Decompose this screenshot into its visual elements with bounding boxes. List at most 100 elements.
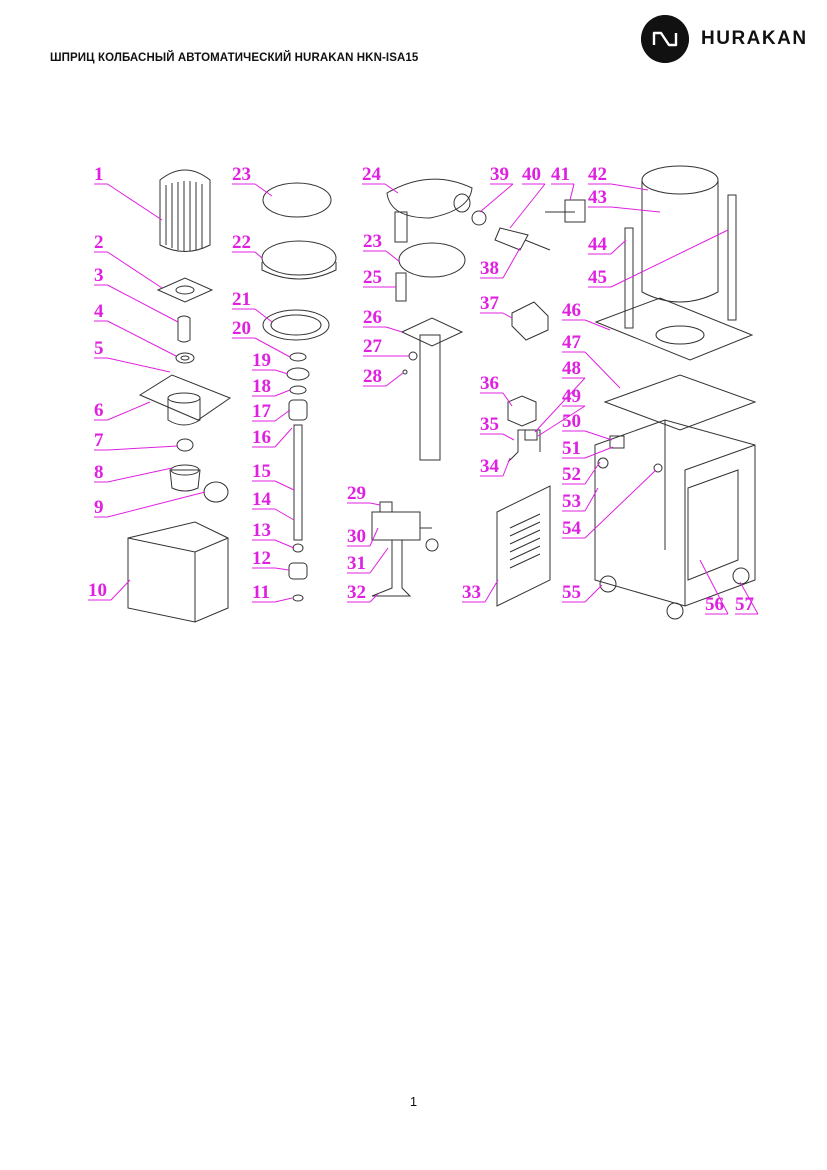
- leader-line-23: [385, 250, 401, 263]
- part-3-drawing: [177, 315, 191, 343]
- part-number-label-56: 56: [705, 594, 724, 615]
- leader-line-12: [274, 567, 290, 571]
- leader-line-3: [107, 284, 179, 323]
- part-8-drawing: [169, 469, 201, 492]
- leader-line-44: [610, 239, 627, 255]
- part-number-label-4: 4: [94, 301, 104, 322]
- leader-line-49: [537, 405, 586, 437]
- leader-line-38: [502, 247, 521, 279]
- part-41-drawing: [545, 199, 586, 223]
- part-number-label-1: 1: [94, 164, 104, 185]
- part-number-label-48: 48: [562, 358, 581, 379]
- part-27-drawing: [408, 351, 418, 361]
- part-number-label-37: 37: [480, 293, 500, 314]
- part-44-drawing: [624, 227, 634, 329]
- part-number-label-20: 20: [232, 318, 251, 339]
- part-4-drawing: [175, 352, 195, 364]
- part-55-drawing: [599, 575, 617, 593]
- leader-line-29: [369, 502, 381, 506]
- part-number-label-19: 19: [252, 350, 271, 371]
- part-number-label-10: 10: [88, 580, 107, 601]
- part-54-drawing: [653, 463, 663, 473]
- part-number-label-24: 24: [362, 164, 382, 185]
- part-20-drawing: [289, 352, 307, 362]
- part-23b-drawing: [398, 242, 466, 278]
- part-13-drawing: [292, 543, 304, 553]
- part-23a-drawing: [262, 182, 332, 218]
- part-number-label-49: 49: [562, 386, 581, 407]
- leader-line-45: [610, 229, 729, 288]
- part-number-label-40: 40: [522, 164, 541, 185]
- part-number-label-14: 14: [252, 489, 272, 510]
- part-56-drawing: [687, 469, 739, 581]
- leader-line-55: [584, 584, 603, 603]
- part-1-drawing: [159, 169, 211, 252]
- leader-line-20: [254, 337, 291, 358]
- leader-line-5: [107, 357, 171, 373]
- part-number-label-54: 54: [562, 518, 582, 539]
- hurakan-logo-icon: [641, 15, 689, 63]
- part-number-label-36: 36: [480, 373, 499, 394]
- part-19-drawing: [286, 367, 310, 381]
- part-number-label-16: 16: [252, 427, 271, 448]
- leader-line-14: [274, 508, 295, 521]
- part-22-drawing: [261, 240, 337, 276]
- leader-line-9: [107, 491, 206, 518]
- part-number-label-33: 33: [462, 582, 481, 603]
- leader-line-51: [584, 446, 614, 459]
- part-number-label-6: 6: [94, 400, 104, 421]
- part-number-label-28: 28: [363, 366, 382, 387]
- leader-line-22: [254, 251, 263, 259]
- part-drawings: [127, 165, 757, 623]
- part-number-label-30: 30: [347, 526, 366, 547]
- part-10-drawing: [127, 521, 229, 623]
- leader-line-46: [584, 319, 611, 331]
- part-7-drawing: [176, 438, 194, 452]
- part-9-drawing: [203, 481, 229, 503]
- part-21-drawing: [262, 309, 330, 341]
- part-number-label-3: 3: [94, 265, 104, 286]
- part-24-drawing: [386, 178, 473, 219]
- part-45-drawing: [727, 194, 737, 321]
- leader-line-47: [584, 351, 621, 389]
- leader-line-28: [385, 372, 404, 387]
- leader-line-23: [254, 183, 273, 197]
- part-number-label-8: 8: [94, 462, 104, 483]
- part-52-drawing: [597, 457, 609, 469]
- part-28-drawing: [402, 369, 408, 375]
- part-43-drawing: [641, 180, 719, 303]
- part-number-label-51: 51: [562, 438, 581, 459]
- leader-line-37: [502, 312, 513, 319]
- part-number-label-39: 39: [490, 164, 509, 185]
- leader-line-32: [369, 593, 379, 603]
- part-47-drawing: [603, 374, 757, 431]
- part-number-label-55: 55: [562, 582, 581, 603]
- part-number-label-27: 27: [363, 336, 383, 357]
- part-50-drawing: [609, 435, 625, 449]
- leader-line-11: [274, 597, 293, 603]
- leader-line-6: [107, 401, 151, 421]
- leader-line-15: [274, 480, 295, 491]
- leader-line-50: [584, 430, 613, 441]
- leader-line-56: [699, 559, 729, 615]
- leader-line-41: [569, 183, 575, 201]
- leader-line-21: [254, 308, 273, 323]
- part-number-label-29: 29: [347, 483, 366, 504]
- part-34-drawing: [507, 429, 541, 463]
- part-number-label-25: 25: [363, 267, 382, 288]
- part-17-drawing: [288, 399, 308, 421]
- part-33-drawing: [496, 485, 551, 607]
- leader-line-43: [610, 206, 661, 213]
- part-number-label-44: 44: [588, 234, 608, 255]
- part-25-drawing: [395, 272, 407, 302]
- part-number-label-38: 38: [480, 258, 499, 279]
- part-12-drawing: [288, 562, 308, 580]
- leader-line-54: [584, 469, 657, 539]
- leader-line-10: [110, 579, 131, 601]
- leader-line-57: [739, 581, 759, 615]
- part-number-label-11: 11: [252, 582, 270, 603]
- leader-line-36: [502, 392, 513, 407]
- document-title: ШПРИЦ КОЛБАСНЫЙ АВТОМАТИЧЕСКИЙ HURAKAN H…: [50, 52, 419, 64]
- part-39-drawing: [471, 210, 487, 226]
- part-57-drawing: [732, 567, 750, 585]
